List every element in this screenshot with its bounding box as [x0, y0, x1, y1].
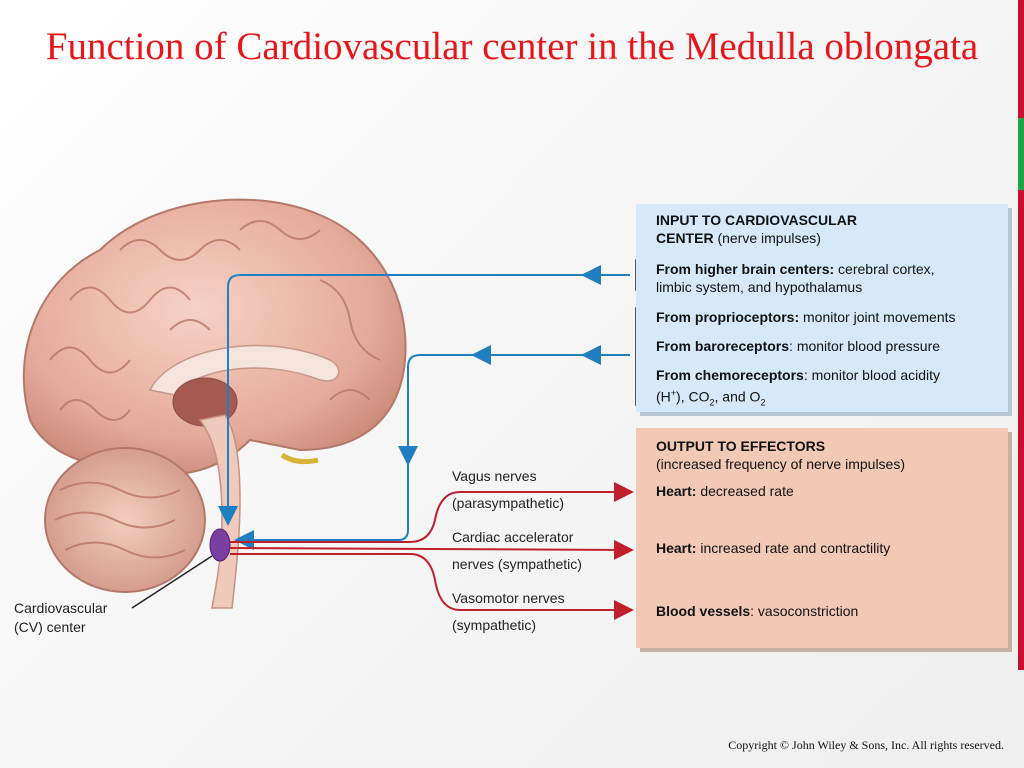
input-panel: INPUT TO CARDIOVASCULAR CENTER (nerve im…: [636, 204, 1008, 412]
cv-center-label-line1: Cardiovascular: [14, 600, 108, 616]
cv-label-leader: [131, 555, 213, 609]
output-heading: OUTPUT TO EFFECTORS: [656, 438, 826, 454]
output-item-heart-decreased: Heart: decreased rate: [656, 483, 794, 499]
output-arrow-vasomotor: [230, 553, 634, 620]
input-item-higher-centers-line2: limbic system, and hypothalamus: [656, 279, 863, 295]
edge-accent-red-lower: [1018, 190, 1024, 670]
nerve-label-accelerator: Cardiac accelerator: [452, 529, 574, 545]
nerve-label-vasomotor: Vasomotor nerves: [452, 590, 565, 606]
output-arrow-vagus: [230, 482, 634, 543]
input-item-chemoreceptors-line2: (H+), CO2, and O2: [656, 388, 766, 408]
output-arrow-accelerator: [229, 539, 634, 560]
cv-center-label-line2: (CV) center: [14, 619, 86, 635]
output-panel: OUTPUT TO EFFECTORS (increased frequency…: [636, 428, 1008, 648]
input-arrow-higher-centers: [218, 274, 630, 526]
corpus-callosum: [148, 344, 340, 396]
nerve-label-vasomotor-type: (sympathetic): [452, 617, 537, 633]
pituitary: [280, 452, 319, 465]
brainstem: [198, 414, 241, 609]
output-item-blood-vessels: Blood vessels: vasoconstriction: [656, 603, 859, 619]
cv-center: [209, 528, 231, 562]
copyright-notice: Copyright © John Wiley & Sons, Inc. All …: [728, 738, 1004, 752]
slide-title: Function of Cardiovascular center in the…: [45, 25, 979, 68]
gyri: [49, 220, 381, 421]
nerve-label-accelerator-type: nerves (sympathetic): [452, 556, 582, 572]
input-item-proprioceptors: From proprioceptors: monitor joint movem…: [656, 309, 956, 325]
nerve-label-vagus-type: (parasympathetic): [452, 495, 565, 511]
output-item-heart-increased: Heart: increased rate and contractility: [656, 540, 891, 556]
nerve-label-vagus: Vagus nerves: [452, 468, 537, 484]
output-subheading: (increased frequency of nerve impulses): [656, 456, 906, 472]
input-item-higher-centers: From higher brain centers: cerebral cort…: [656, 261, 935, 277]
cerebellum-folia: [54, 481, 186, 559]
edge-accent-red: [1018, 0, 1024, 120]
edge-accent-green: [1018, 118, 1024, 190]
input-heading-line1: INPUT TO CARDIOVASCULAR: [656, 212, 857, 228]
input-heading-line2: CENTER (nerve impulses): [656, 230, 821, 246]
cerebellum: [44, 447, 206, 593]
input-item-baroreceptors: From baroreceptors: monitor blood pressu…: [656, 338, 941, 354]
input-item-chemoreceptors: From chemoreceptors: monitor blood acidi…: [656, 367, 941, 383]
